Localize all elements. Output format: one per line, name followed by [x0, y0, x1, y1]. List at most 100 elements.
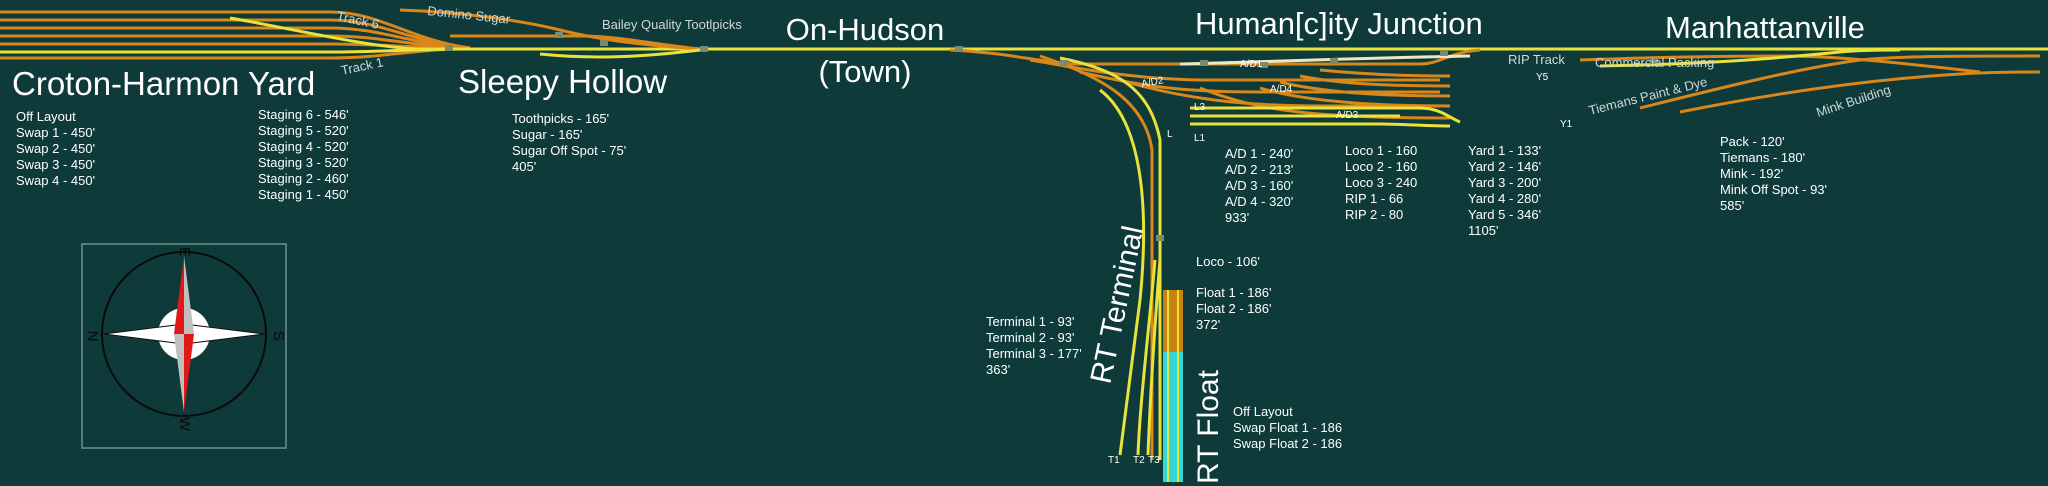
list-item: Staging 5 - 520'	[258, 123, 349, 138]
list-item: 405'	[512, 159, 536, 174]
list-item: Loco 2 - 160	[1345, 159, 1417, 174]
yard-2-track	[1259, 86, 1451, 108]
rt-swap-list: Off Layout Swap Float 1 - 186 Swap Float…	[1233, 404, 1342, 451]
list-item: Loco 3 - 240	[1345, 175, 1417, 190]
list-item: A/D 4 - 320'	[1225, 194, 1293, 209]
rt-float-list: Float 1 - 186' Float 2 - 186' 372'	[1196, 285, 1271, 332]
l1-label: L1	[1194, 133, 1206, 144]
loco-list: Loco 1 - 160 Loco 2 - 160 Loco 3 - 240 R…	[1345, 143, 1417, 222]
compass-ring	[101, 251, 267, 417]
list-item: Staging 2 - 460'	[258, 171, 349, 186]
list-item: A/D 3 - 160'	[1225, 178, 1293, 193]
list-item: Mink Off Spot - 93'	[1720, 182, 1827, 197]
list-item: Terminal 3 - 177'	[986, 346, 1082, 361]
list-item: Staging 6 - 546'	[258, 107, 349, 122]
list-item: RIP 2 - 80	[1345, 207, 1403, 222]
list-item: Float 2 - 186'	[1196, 301, 1271, 316]
yard-1-track	[1199, 86, 1451, 120]
swap-lead-track	[0, 47, 471, 54]
sleepy-hollow-title: Sleepy Hollow	[458, 63, 667, 100]
manhattanville-list: Pack - 120' Tiemans - 180' Mink - 192' M…	[1720, 134, 1827, 213]
yard-4-track	[1299, 74, 1451, 88]
tiemans-spur	[1639, 54, 2041, 110]
croton-staging-list: Staging 6 - 546' Staging 5 - 520' Stagin…	[258, 107, 349, 202]
list-item: Terminal 2 - 93'	[986, 330, 1074, 345]
manhattanville-lead	[1599, 48, 1901, 68]
commercial-packing-label: Commercial Packing	[1595, 55, 1714, 70]
list-item: Swap 1 - 450'	[16, 125, 95, 140]
on-hudson-subtitle: (Town)	[818, 54, 911, 89]
list-item: A/D 2 - 213'	[1225, 162, 1293, 177]
y5-label: Y5	[1536, 72, 1549, 83]
list-item: Staging 4 - 520'	[258, 139, 349, 154]
croton-swap-list: Off Layout Swap 1 - 450' Swap 2 - 450' S…	[16, 109, 95, 188]
rt-float-title: RT Float	[1192, 369, 1225, 484]
compass-frame	[81, 243, 287, 449]
list-item: 1105'	[1468, 223, 1498, 238]
list-item: Float 1 - 186'	[1196, 285, 1271, 300]
rip-track-label: RIP Track	[1508, 52, 1565, 67]
l-label: L	[1167, 129, 1173, 140]
list-item: 933'	[1225, 210, 1249, 225]
ad3-track	[1119, 78, 1440, 108]
yard-list: Yard 1 - 133' Yard 2 - 146' Yard 3 - 200…	[1468, 143, 1541, 238]
rt-main-lead	[1059, 56, 1162, 460]
bailey-spur	[450, 34, 701, 51]
list-item: A/D 1 - 240'	[1225, 146, 1293, 161]
yard-5-track	[1319, 68, 1451, 78]
rt-loco-list: Loco - 106'	[1196, 254, 1260, 269]
list-item: 585'	[1720, 198, 1744, 213]
list-item: Yard 3 - 200'	[1468, 175, 1541, 190]
list-item: Swap Float 2 - 186	[1233, 436, 1342, 451]
compass-point-east-side	[183, 323, 265, 345]
t3-label: T3	[1148, 455, 1160, 466]
ad1-label: A/D1	[1240, 59, 1263, 70]
domino-sugar-label: Domino Sugar	[427, 3, 512, 27]
t2-label: T2	[1133, 455, 1145, 466]
compass-point-top-left	[174, 256, 184, 334]
list-item: Off Layout	[16, 109, 76, 124]
compass-point-top-right	[184, 256, 194, 334]
list-item: Swap 2 - 450'	[16, 141, 95, 156]
ad4-label: A/D4	[1270, 84, 1293, 95]
rip-track	[1179, 54, 1471, 66]
compass-point-west-side	[103, 323, 185, 345]
humancity-title: Human[c]ity Junction	[1195, 6, 1483, 41]
compass-letter-bottom: W	[176, 417, 193, 432]
list-item: Toothpicks - 165'	[512, 111, 609, 126]
t1-label: T1	[1108, 455, 1120, 466]
list-item: Sugar Off Spot - 75'	[512, 143, 626, 158]
list-item: Staging 3 - 520'	[258, 155, 349, 170]
l3-label: L3	[1194, 102, 1206, 113]
on-hudson-title: On-Hudson	[786, 12, 945, 47]
compass-rose: E W N S	[81, 243, 287, 449]
sleepy-siding	[539, 48, 701, 59]
float-bridge	[1163, 290, 1183, 352]
ad3-label: A/D3	[1336, 110, 1359, 121]
list-item: Pack - 120'	[1720, 134, 1785, 149]
compass-letter-top: E	[176, 247, 193, 257]
domino-sugar-spur	[399, 8, 701, 51]
compass-point-bottom-right	[184, 334, 194, 412]
list-item: Loco 1 - 160	[1345, 143, 1417, 158]
compass-letter-left: N	[84, 331, 101, 342]
terminal-2-track	[1136, 259, 1157, 456]
terminal-1-track	[1099, 88, 1146, 456]
sleepy-hollow-list: Toothpicks - 165' Sugar - 165' Sugar Off…	[512, 111, 626, 174]
croton-harmon-title: Croton-Harmon Yard	[12, 65, 315, 102]
list-item: Yard 2 - 146'	[1468, 159, 1541, 174]
list-item: RIP 1 - 66	[1345, 191, 1403, 206]
manhattanville-title: Manhattanville	[1665, 10, 1865, 45]
ad2-label: A/D2	[1141, 75, 1165, 90]
list-item: Yard 4 - 280'	[1468, 191, 1541, 206]
mink-building-spur	[1679, 70, 2041, 114]
loco-1-track	[1190, 122, 1451, 128]
list-item: Loco - 106'	[1196, 254, 1260, 269]
list-item: Off Layout	[1233, 404, 1293, 419]
bailey-label: Bailey Quality Tootlpicks	[602, 17, 742, 32]
list-item: Yard 1 - 133'	[1468, 143, 1541, 158]
list-item: 363'	[986, 362, 1010, 377]
ad4-track	[1079, 70, 1440, 94]
